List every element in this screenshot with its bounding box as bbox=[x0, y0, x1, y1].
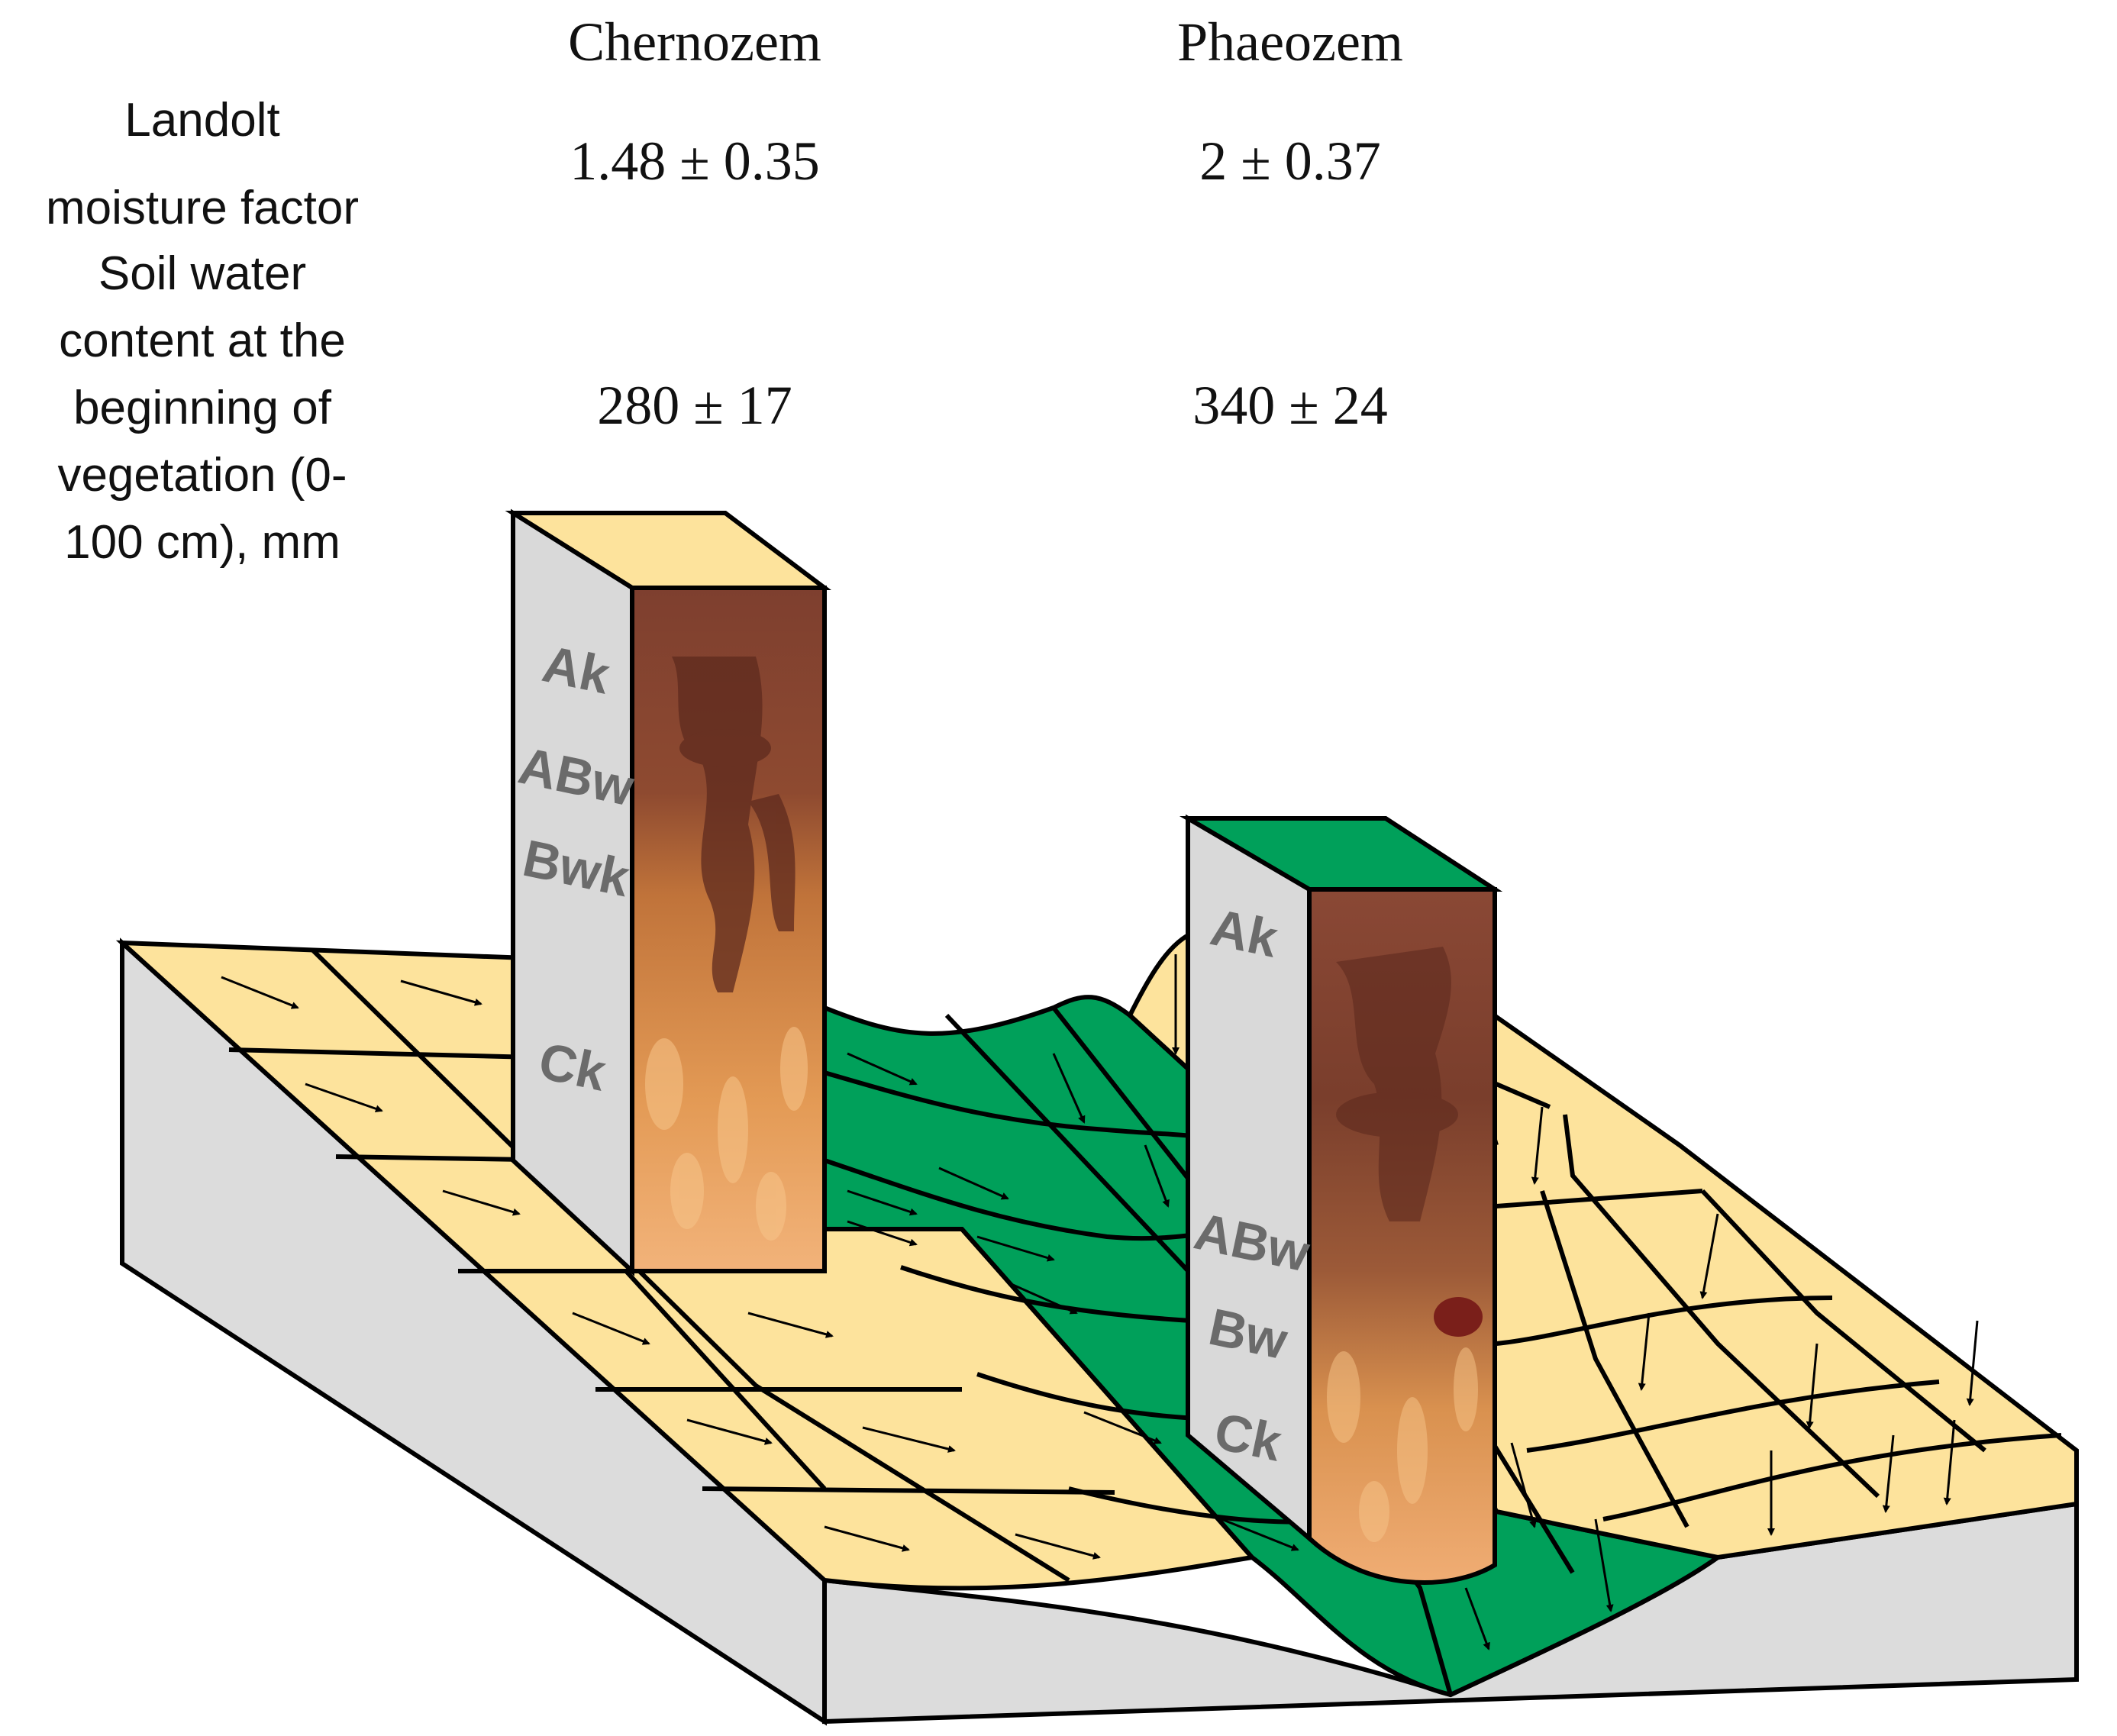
value-chernozem-landolt: 1.48 ± 0.35 bbox=[570, 131, 820, 192]
phaeozem-profile: Ak ABw Bw Ck bbox=[1179, 814, 1503, 1585]
column-header-phaeozem: Phaeozem bbox=[1177, 11, 1403, 73]
chernozem-horizon-ak: Ak bbox=[537, 634, 615, 705]
phaeozem-horizon-ak: Ak bbox=[1205, 898, 1283, 968]
grid-right bbox=[1448, 984, 2062, 1528]
phaeozem-concretion bbox=[1434, 1297, 1483, 1337]
row-label-landolt-moisture: Landolt moisture factor bbox=[45, 94, 360, 234]
phaeozem-soil-mottles bbox=[1336, 947, 1458, 1221]
row-label-soil-water-content: Soil water content at the beginning of v… bbox=[57, 247, 347, 569]
phaeozem-soil-flecks bbox=[1327, 1347, 1478, 1542]
value-phaeozem-water: 340 ± 24 bbox=[1192, 375, 1388, 436]
chernozem-soil-mottles bbox=[672, 657, 795, 992]
chernozem-horizon-ck: Ck bbox=[534, 1031, 611, 1102]
column-header-chernozem: Chernozem bbox=[568, 11, 821, 73]
value-chernozem-water: 280 ± 17 bbox=[597, 375, 792, 436]
flow-arrows-right bbox=[1172, 954, 1979, 1536]
value-phaeozem-landolt: 2 ± 0.37 bbox=[1199, 131, 1381, 192]
chernozem-profile: Ak ABw Bwk Ck bbox=[505, 508, 831, 1276]
flow-arrows-left bbox=[221, 976, 1101, 1560]
phaeozem-horizon-ck: Ck bbox=[1209, 1402, 1286, 1472]
flow-arrows-hollow bbox=[847, 1052, 1614, 1650]
chernozem-soil-flecks bbox=[645, 1027, 808, 1241]
